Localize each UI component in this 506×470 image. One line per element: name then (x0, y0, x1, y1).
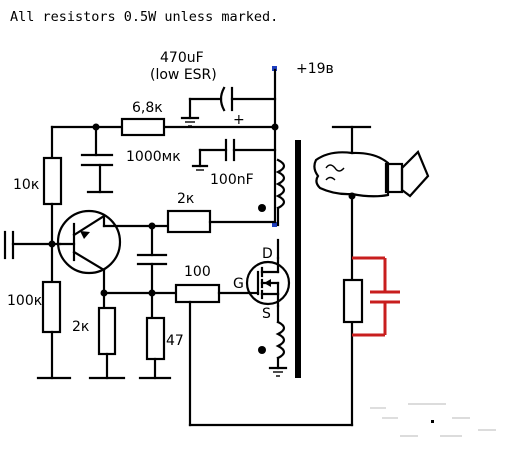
resistor-2k-top-label: 2к (177, 191, 194, 207)
mosfet-q2 (245, 256, 291, 308)
resistor-47-label: 47 (166, 333, 184, 349)
transformer-primary-top (275, 158, 286, 227)
resistor-6k8-label: 6,8к (132, 100, 163, 116)
gate-label: G (233, 276, 244, 292)
supply-node (272, 66, 277, 71)
dot-marker-bottom (258, 346, 266, 354)
resistor-6k8 (120, 117, 166, 137)
cap-470uf (180, 86, 277, 127)
transistor-q1 (56, 209, 122, 275)
cap-1000uf (80, 125, 114, 194)
resistor-47 (145, 316, 166, 361)
cap-timing (136, 224, 168, 320)
dot-marker-top (258, 204, 266, 212)
resistor-100k-label: 100к (7, 293, 42, 309)
resistor-100k (41, 280, 62, 334)
cap-100n-label: 100nF (210, 172, 254, 188)
resistor-2k-feedback (166, 209, 212, 234)
node-coil-top (272, 222, 277, 227)
input-capacitor (3, 230, 62, 260)
camera-icon (384, 150, 430, 198)
lamp-icon (313, 125, 390, 198)
resistor-load (342, 278, 364, 324)
cap-470-type: (low ESR) (150, 67, 217, 83)
scan-artifacts (370, 403, 496, 437)
cap-470-plus: + (233, 112, 245, 128)
cap-1000-label: 1000мк (126, 149, 181, 165)
resistor-100-label: 100 (184, 264, 211, 280)
resistor-100-gate (174, 283, 221, 304)
supply-label: +19в (296, 61, 334, 77)
cap-470-value: 470uF (160, 50, 204, 66)
resistor-10k-label: 10к (13, 177, 39, 193)
drain-label: D (262, 246, 273, 262)
cap-100nf (191, 138, 277, 171)
resistor-10k (42, 156, 63, 206)
added-capacitor-red (352, 256, 400, 337)
transformer-primary-bottom (268, 304, 288, 377)
note-text: All resistors 0.5W unless marked. (10, 9, 278, 25)
source-label: S (262, 306, 271, 322)
resistor-2k-emitter (97, 306, 117, 356)
resistor-2k-bottom-label: 2к (72, 319, 89, 335)
